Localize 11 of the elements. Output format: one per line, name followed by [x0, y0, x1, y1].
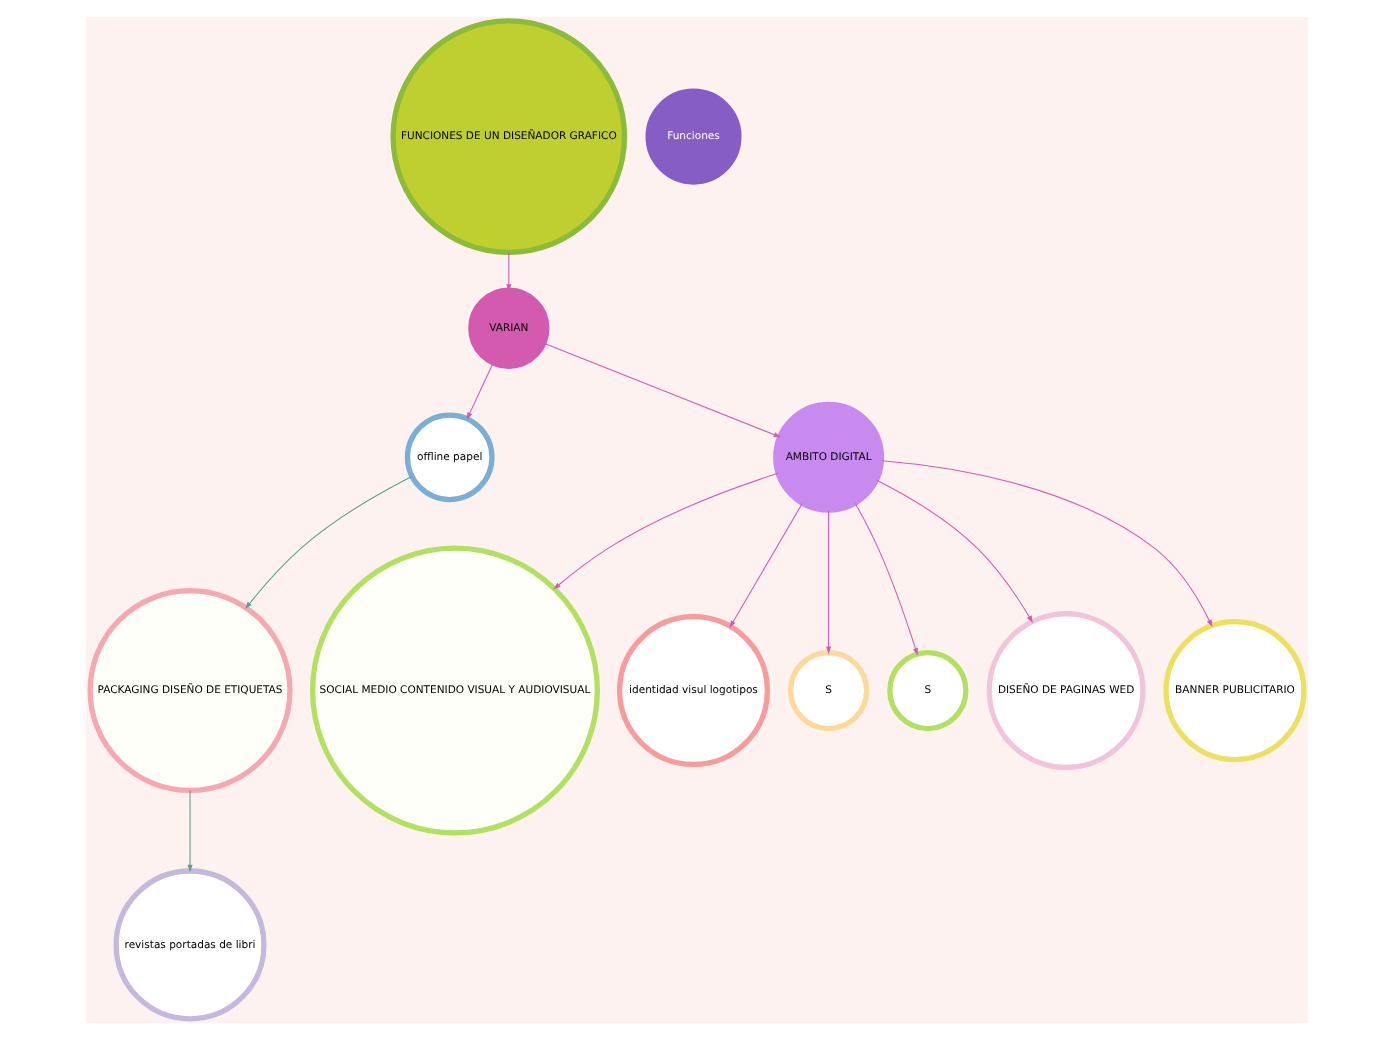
arrow: [244, 475, 412, 610]
arrow: [552, 472, 778, 590]
arrow: [853, 502, 917, 656]
arrow: [186, 790, 192, 873]
arrow: [825, 510, 831, 654]
arrow: [542, 342, 781, 438]
arrow: [465, 362, 493, 420]
arrow: [728, 502, 802, 628]
arrow: [505, 251, 511, 292]
arrow: [875, 479, 1032, 624]
arrow: [880, 460, 1212, 628]
